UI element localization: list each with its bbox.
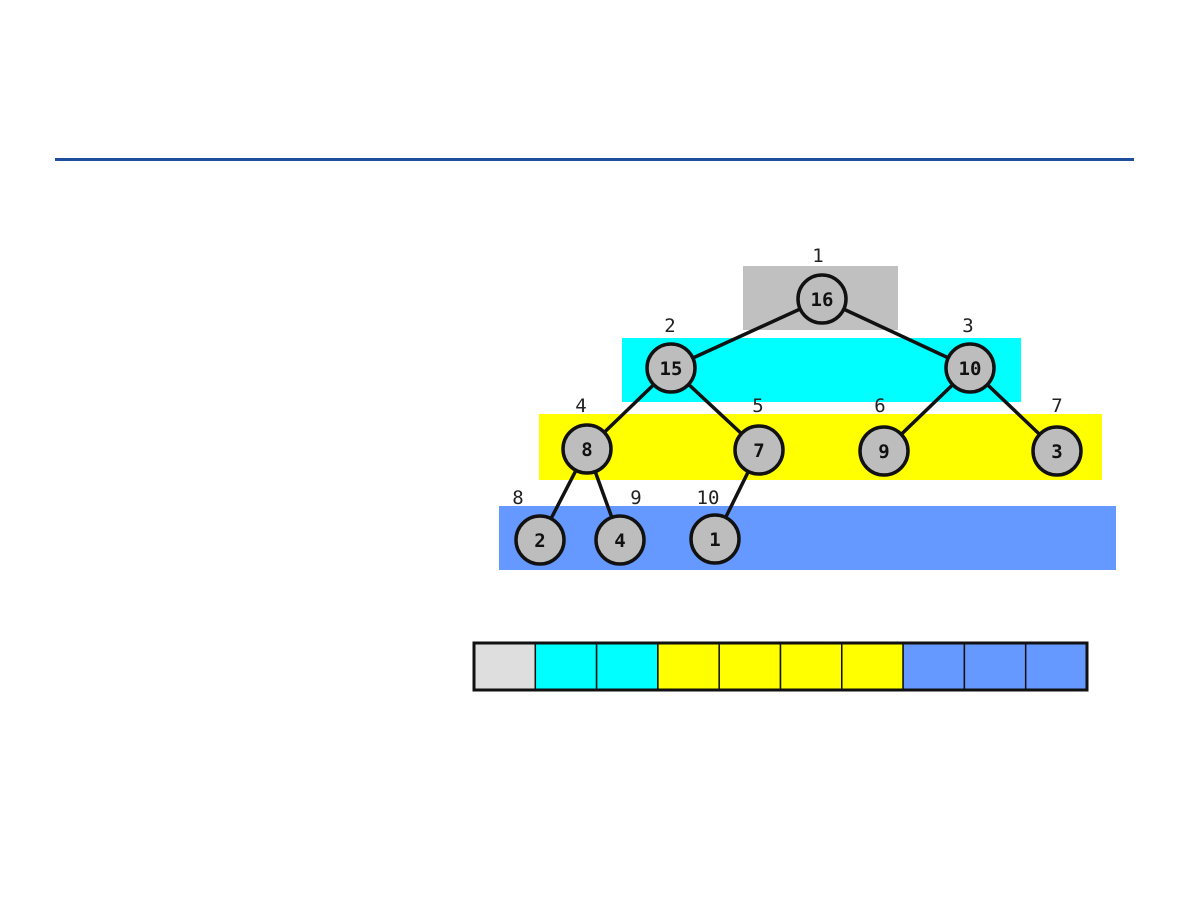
array-cell-6 xyxy=(779,642,843,691)
node-index-label: 6 xyxy=(874,395,885,417)
heap-node-2: 15 xyxy=(645,342,697,394)
array-cell-5 xyxy=(718,642,782,691)
heap-node-value: 3 xyxy=(1051,441,1062,463)
heap-node-value: 10 xyxy=(959,358,982,380)
heap-node-3: 10 xyxy=(944,342,996,394)
heap-node-6: 9 xyxy=(858,425,910,477)
node-index-label: 8 xyxy=(512,487,523,509)
node-index-label: 5 xyxy=(752,395,763,417)
heap-node-circle xyxy=(944,342,996,394)
node-index-label: 7 xyxy=(1051,395,1062,417)
array-cell-7 xyxy=(841,642,904,691)
array-cell-9 xyxy=(963,642,1027,691)
heap-node-8: 2 xyxy=(514,514,566,566)
tree-nodes: 16 15 10 8 7 9 3 2 4 1 xyxy=(514,273,1083,566)
array-cell-3 xyxy=(595,642,659,691)
heap-node-value: 2 xyxy=(534,530,545,552)
node-index-label: 3 xyxy=(962,315,973,337)
heap-node-value: 4 xyxy=(614,530,625,552)
edge-1-3 xyxy=(820,297,972,370)
index-labels: 1 2 3 4 5 6 7 8 9 10 xyxy=(512,245,1062,509)
node-index-label: 9 xyxy=(630,487,641,509)
heap-node-circle xyxy=(689,513,741,565)
heap-node-value: 7 xyxy=(753,440,764,462)
heap-node-circle xyxy=(594,514,646,566)
heap-node-circle xyxy=(561,423,613,475)
heap-node-5: 7 xyxy=(733,424,785,476)
node-index-label: 2 xyxy=(664,315,675,337)
heap-node-10: 1 xyxy=(689,513,741,565)
heap-node-circle xyxy=(796,273,848,325)
heap-node-value: 15 xyxy=(660,358,683,380)
heap-node-4: 8 xyxy=(561,423,613,475)
array-cell-1 xyxy=(473,642,537,691)
array-cell-2 xyxy=(534,642,598,691)
heap-node-1: 16 xyxy=(796,273,848,325)
heap-node-circle xyxy=(645,342,697,394)
edge-1-2 xyxy=(669,297,824,370)
level-band-4 xyxy=(499,506,1116,570)
array-frame xyxy=(472,641,1089,692)
heap-node-value: 8 xyxy=(581,439,592,461)
heap-node-9: 4 xyxy=(594,514,646,566)
node-index-label: 10 xyxy=(697,487,720,509)
heap-node-circle xyxy=(514,514,566,566)
array-cell-10 xyxy=(1024,642,1088,691)
heap-node-value: 9 xyxy=(878,441,889,463)
level-band-3 xyxy=(539,414,1102,480)
heap-node-value: 1 xyxy=(709,529,720,551)
heap-node-circle xyxy=(733,424,785,476)
heap-node-7: 3 xyxy=(1031,425,1083,477)
heap-node-value: 16 xyxy=(811,289,834,311)
array-cell-4 xyxy=(657,642,720,691)
array-cell-8 xyxy=(902,642,966,691)
heap-array xyxy=(472,641,1089,692)
heap-node-circle xyxy=(1031,425,1083,477)
node-index-label: 4 xyxy=(575,395,586,417)
heap-node-circle xyxy=(858,425,910,477)
node-index-label: 1 xyxy=(812,245,823,267)
title-divider xyxy=(55,158,1134,161)
